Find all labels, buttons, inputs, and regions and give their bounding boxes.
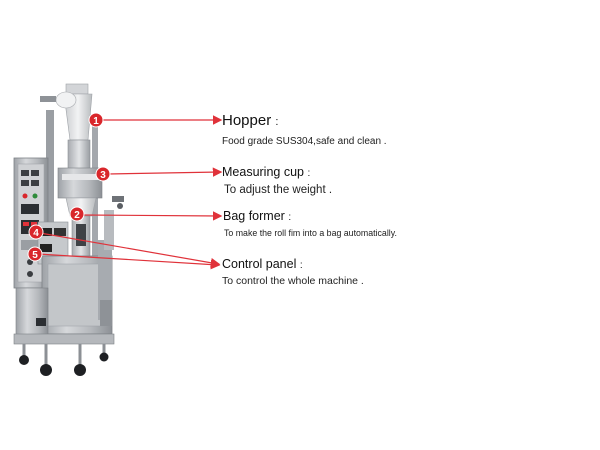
hopper-description: Food grade SUS304,safe and clean . [222,136,387,147]
hopper-title: Hopper : [222,112,278,129]
callout-marker-3: 3 [95,166,111,182]
measuring-cup-part [57,167,124,209]
leader-line-3 [107,167,223,177]
leader-line-4 [39,232,221,268]
bag-former-colon: : [288,212,292,223]
control-panel-name: Control panel [222,257,297,271]
caster-wheels [19,352,109,376]
bag-former-title: Bag former : [223,209,291,223]
leader-line-5 [37,253,221,270]
callout-number: 4 [33,228,39,239]
control-panel-title: Control panel : [222,257,303,271]
measuring-cup-name: Measuring cup [222,165,304,179]
measuring-cup-title: Measuring cup : [222,165,310,179]
callout-marker-4: 4 [28,224,44,240]
measuring-cup-description: To adjust the weight . [224,184,333,196]
callout-number: 3 [100,170,106,181]
callout-number: 2 [74,210,80,221]
leader-line-2 [81,211,223,221]
callout-marker-1: 1 [88,112,104,128]
hopper-colon: : [275,116,279,128]
hopper-part [40,83,93,141]
callout-number: 1 [93,116,99,127]
callout-marker-2: 2 [69,206,85,222]
callout-marker-5: 5 [27,246,43,262]
measuring-cup-colon: : [307,168,311,179]
control-panel-description: To control the whole machine . [222,275,364,287]
hopper-name: Hopper [222,112,272,129]
callout-number: 5 [32,250,38,261]
bag-former-description: To make the roll fim into a bag automati… [224,228,397,238]
control-panel-colon: : [299,260,303,271]
bag-former-part [65,197,97,261]
bag-former-name: Bag former [223,209,285,223]
